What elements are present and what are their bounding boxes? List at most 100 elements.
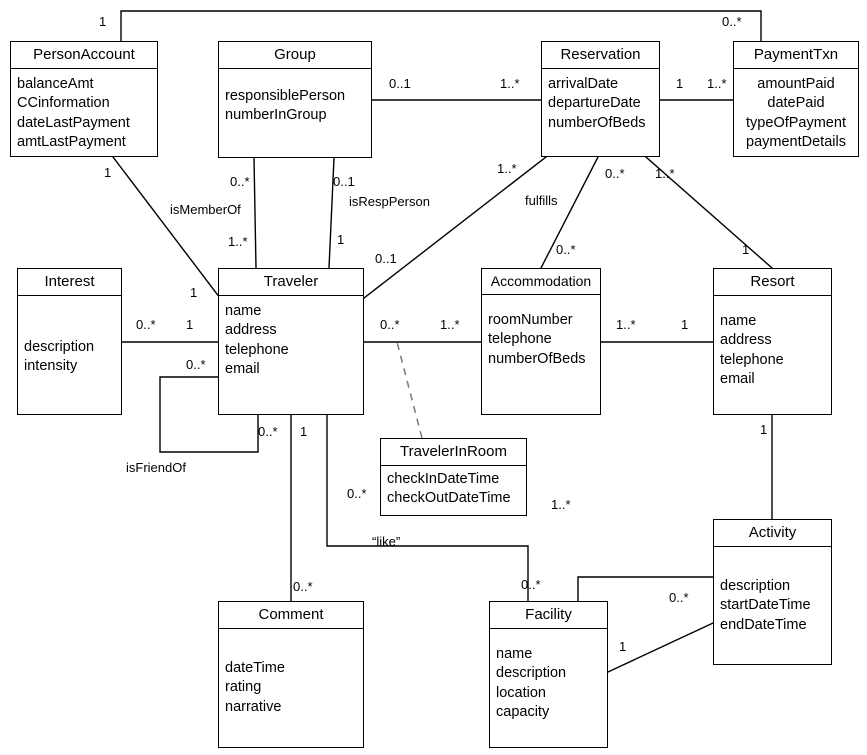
attribute: CCinformation: [17, 95, 110, 112]
class-box-travelerinroom[interactable]: TravelerInRoom checkInDateTime checkOutD…: [380, 438, 527, 516]
class-box-activity[interactable]: Activity description startDateTime endDa…: [713, 519, 832, 665]
class-name-travelerinroom: TravelerInRoom: [381, 439, 526, 466]
attribute: responsiblePerson: [225, 87, 346, 104]
multiplicity-label: 1: [104, 165, 112, 180]
class-name-paymenttxn: PaymentTxn: [734, 42, 858, 69]
class-box-interest[interactable]: Interest description intensity: [17, 268, 122, 415]
class-name-interest: Interest: [18, 269, 121, 296]
multiplicity-label: 0..*: [722, 14, 742, 29]
class-attributes-interest: description intensity: [18, 296, 121, 381]
attribute: address: [225, 322, 277, 339]
class-attributes-comment: dateTime rating narrative: [219, 629, 363, 722]
attribute: departureDate: [548, 95, 641, 112]
multiplicity-label: 1: [676, 76, 684, 91]
line-travelerinroom-association-class: [396, 341, 423, 439]
line-traveler-facility-like: [326, 414, 529, 602]
multiplicity-label: 1: [300, 424, 308, 439]
class-name-accommodation: Accommodation: [482, 269, 600, 295]
class-attributes-travelerinroom: checkInDateTime checkOutDateTime: [381, 466, 526, 513]
multiplicity-label: 0..1: [389, 76, 411, 91]
class-name-group: Group: [219, 42, 371, 69]
class-attributes-accommodation: roomNumber telephone numberOfBeds: [482, 295, 600, 374]
line-reservation-resort: [645, 156, 773, 269]
class-attributes-reservation: arrivalDate departureDate numberOfBeds: [542, 69, 659, 138]
attribute: name: [496, 645, 533, 662]
multiplicity-label: 0..1: [333, 174, 355, 189]
attribute: dateLastPayment: [17, 114, 130, 131]
multiplicity-label: 0..*: [556, 242, 576, 257]
class-box-comment[interactable]: Comment dateTime rating narrative: [218, 601, 364, 748]
class-name-comment: Comment: [219, 602, 363, 629]
attribute: email: [720, 371, 755, 388]
class-attributes-group: responsiblePerson numberInGroup: [219, 69, 371, 130]
attribute: rating: [225, 679, 262, 696]
class-attributes-facility: name description location capacity: [490, 629, 607, 727]
class-name-traveler: Traveler: [219, 269, 363, 296]
association-label-ismemberof: isMemberOf: [170, 202, 241, 217]
multiplicity-label: 0..*: [605, 166, 625, 181]
class-box-reservation[interactable]: Reservation arrivalDate departureDate nu…: [541, 41, 660, 157]
line-group-traveler-isrespperson: [328, 157, 335, 269]
attribute: balanceAmt: [17, 75, 94, 92]
class-box-traveler[interactable]: Traveler name address telephone email: [218, 268, 364, 415]
attribute: endDateTime: [720, 616, 807, 633]
attribute: description: [496, 665, 567, 682]
multiplicity-label: 1: [681, 317, 689, 332]
attribute: startDateTime: [720, 597, 811, 614]
multiplicity-label: 1..*: [655, 166, 675, 181]
attribute: capacity: [496, 704, 550, 721]
multiplicity-label: 1..*: [707, 76, 727, 91]
class-attributes-traveler: name address telephone email: [219, 296, 363, 384]
class-box-personaccount[interactable]: PersonAccount balanceAmt CCinformation d…: [10, 41, 158, 157]
attribute: intensity: [24, 358, 78, 375]
attribute: name: [720, 312, 757, 329]
line-facility-activity: [607, 622, 714, 673]
attribute: location: [496, 684, 546, 701]
line-reservation-accommodation-fulfills: [540, 156, 599, 269]
multiplicity-label: 1: [742, 242, 750, 257]
multiplicity-label: 0..*: [136, 317, 156, 332]
association-label-fulfills: fulfills: [525, 193, 558, 208]
class-box-resort[interactable]: Resort name address telephone email: [713, 268, 832, 415]
class-attributes-personaccount: balanceAmt CCinformation dateLastPayment…: [11, 69, 157, 157]
attribute: telephone: [225, 341, 289, 358]
attribute: datePaid: [767, 95, 825, 112]
multiplicity-label: 0..*: [380, 317, 400, 332]
line-personaccount-paymenttxn: [120, 10, 762, 42]
class-box-facility[interactable]: Facility name description location capac…: [489, 601, 608, 748]
class-name-facility: Facility: [490, 602, 607, 629]
class-box-group[interactable]: Group responsiblePerson numberInGroup: [218, 41, 372, 158]
attribute: dateTime: [225, 659, 285, 676]
multiplicity-label: 0..*: [293, 579, 313, 594]
class-attributes-paymenttxn: amountPaid datePaid typeOfPayment paymen…: [734, 69, 858, 157]
multiplicity-label: 1..*: [497, 161, 517, 176]
attribute: amountPaid: [757, 75, 835, 92]
multiplicity-label: 0..1: [375, 251, 397, 266]
attribute: typeOfPayment: [746, 114, 846, 131]
multiplicity-label: 1..*: [440, 317, 460, 332]
association-label-isrespperson: isRespPerson: [349, 194, 430, 209]
multiplicity-label: 1..*: [228, 234, 248, 249]
attribute: paymentDetails: [746, 134, 846, 151]
multiplicity-label: 0..*: [186, 357, 206, 372]
attribute: amtLastPayment: [17, 134, 126, 151]
class-box-accommodation[interactable]: Accommodation roomNumber telephone numbe…: [481, 268, 601, 415]
multiplicity-label: 1: [619, 639, 627, 654]
class-attributes-resort: name address telephone email: [714, 296, 831, 394]
multiplicity-label: 1..*: [551, 497, 571, 512]
attribute: checkOutDateTime: [387, 490, 511, 507]
multiplicity-label: 1: [760, 422, 768, 437]
attribute: arrivalDate: [548, 75, 619, 92]
attribute: numberInGroup: [225, 107, 327, 124]
attribute: numberOfBeds: [548, 114, 646, 131]
class-box-paymenttxn[interactable]: PaymentTxn amountPaid datePaid typeOfPay…: [733, 41, 859, 157]
multiplicity-label: 1: [337, 232, 345, 247]
attribute: address: [720, 332, 772, 349]
attribute: email: [225, 361, 260, 378]
attribute: name: [225, 302, 262, 319]
association-label-like: “like”: [372, 534, 401, 549]
class-attributes-activity: description startDateTime endDateTime: [714, 547, 831, 640]
attribute: numberOfBeds: [488, 350, 586, 367]
